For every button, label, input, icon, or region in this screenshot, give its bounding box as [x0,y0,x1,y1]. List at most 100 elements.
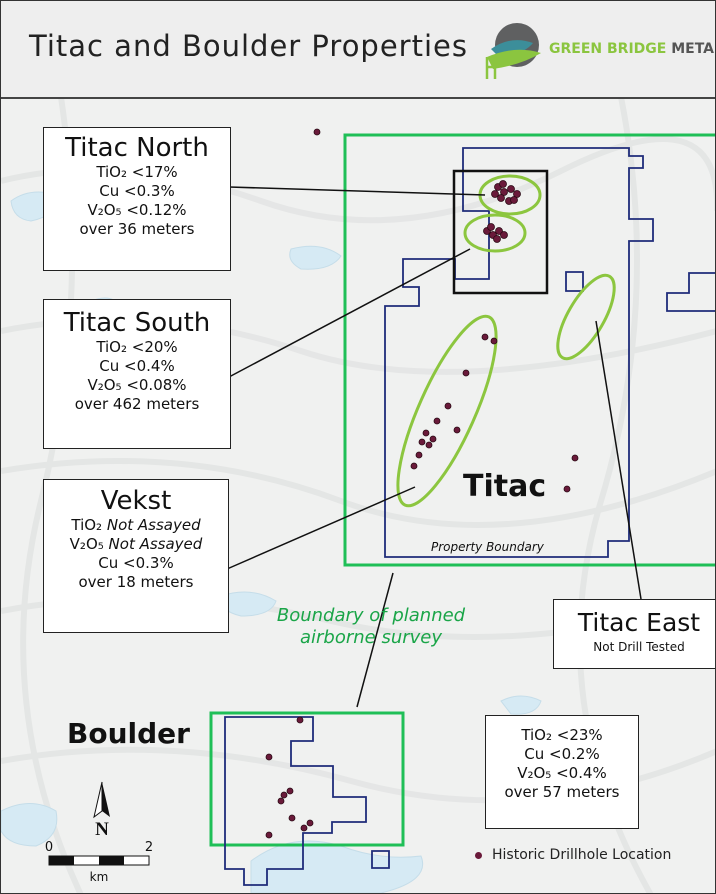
scale-bar [48,855,150,866]
vekst-length: over 18 meters [78,573,194,591]
survey-label-line2: airborne survey [299,627,443,648]
title-bar: Titac and Boulder Properties GREEN BRIDG… [1,1,715,99]
titac-north-frame [452,169,549,295]
survey-boundary-boulder [209,711,405,847]
drillhole [288,814,296,822]
titac-east-box: Titac East Not Drill Tested [553,599,715,669]
drillhole [500,188,508,196]
north-arrow-icon [93,781,110,819]
drillhole [313,128,321,136]
lake [1,803,58,847]
drillhole [563,485,571,493]
target-ellipse-east [556,273,616,361]
boulder-v2o5: V₂O₅ <0.4% [517,764,607,782]
north-arrow-label: N [95,819,109,840]
titac-north-v2o5: V₂O₅ <0.12% [87,201,187,219]
titac-north-box: Titac North TiO₂ <17% Cu <0.3% V₂O₅ <0.1… [43,127,231,271]
boulder-label: Boulder [67,717,190,750]
drillhole [444,402,452,410]
vekst-tio2: TiO₂ Not Assayed [44,516,228,535]
page-title: Titac and Boulder Properties [29,29,468,63]
vekst-tio2-prefix: TiO₂ [71,516,107,534]
drillhole [418,438,426,446]
drillhole [277,797,285,805]
property-boundary-parcel [666,272,715,312]
drillhole [453,426,461,434]
titac-south-heading: Titac South [63,308,211,338]
boulder-grade-box: TiO₂ <23% Cu <0.2% V₂O₅ <0.4% over 57 me… [485,715,639,829]
vekst-tio2-status: Not Assayed [106,516,201,534]
titac-south-v2o5: V₂O₅ <0.08% [87,376,187,394]
leader-lines [226,186,642,708]
drillhole [300,824,308,832]
boulder-length: over 57 meters [504,783,620,801]
drillhole [433,417,441,425]
titac-south-box: Titac South TiO₂ <20% Cu <0.4% V₂O₅ <0.0… [43,299,231,449]
drillhole [415,451,423,459]
drillhole [462,369,470,377]
boulder-tio2: TiO₂ <23% [521,726,603,744]
legend: Historic Drillhole Location [475,847,671,863]
titac-south-cu: Cu <0.4% [99,357,175,375]
drillhole [513,190,521,198]
target-ellipses [396,174,616,508]
titac-south-tio2: TiO₂ <20% [96,338,178,356]
drillhole [491,190,499,198]
scale-unit: km [90,870,109,884]
drillhole [510,196,518,204]
drillhole [265,831,273,839]
brand-word-green: GREEN BRIDGE [549,41,667,57]
survey-boundary-titac [343,133,715,567]
drillhole [280,791,288,799]
drillhole [429,435,437,443]
titac-north-cu: Cu <0.3% [99,182,175,200]
drillhole [425,441,433,449]
property-boundary-boulder [224,716,367,886]
survey-label-line1: Boundary of planned [276,605,466,626]
drillhole [481,333,489,341]
drillhole [265,753,273,761]
vekst-v2o5-prefix: V₂O₅ [69,535,109,553]
drillhole [493,235,501,243]
property-boundary-parcel [371,850,390,869]
drillhole [497,194,505,202]
target-ellipse-north-lower [463,213,527,253]
titac-east-status: Not Drill Tested [593,640,685,654]
titac-east-heading: Titac East [577,608,701,637]
drillholes [265,128,579,839]
drillhole [422,429,430,437]
scale-start: 0 [45,840,53,855]
drillhole [490,337,498,345]
company-logo-text: GREEN BRIDGE METALS [549,41,715,57]
drillhole [571,454,579,462]
titac-north-heading: Titac North [65,133,209,163]
vekst-cu: Cu <0.3% [98,554,174,572]
target-ellipse-south [396,314,498,508]
titac-label: Titac [463,469,547,504]
vekst-v2o5-status: Not Assayed [108,535,203,553]
lakes [1,191,542,893]
drillhole [410,462,418,470]
titac-north-length: over 36 meters [79,220,195,238]
drillhole [487,223,495,231]
boulder-cu: Cu <0.2% [524,745,600,763]
drillhole [507,185,515,193]
scale-end: 2 [145,840,153,855]
vekst-heading: Vekst [100,486,172,516]
titac-north-tio2: TiO₂ <17% [96,163,178,181]
property-boundary-label: Property Boundary [431,540,544,554]
vekst-v2o5: V₂O₅ Not Assayed [44,535,228,554]
lake [500,695,542,715]
drillhole [296,716,304,724]
drillhole [495,227,503,235]
vekst-box: Vekst TiO₂ Not Assayed V₂O₅ Not Assayed … [43,479,229,633]
drillhole [286,787,294,795]
lake [289,245,342,270]
titac-south-length: over 462 meters [74,395,200,413]
drillhole [499,180,507,188]
survey-boundary-label: Boundary of planned airborne survey [253,605,489,649]
drillhole [306,819,314,827]
brand-word-gray: METALS [671,41,715,57]
legend-drillhole-label: Historic Drillhole Location [492,847,672,863]
